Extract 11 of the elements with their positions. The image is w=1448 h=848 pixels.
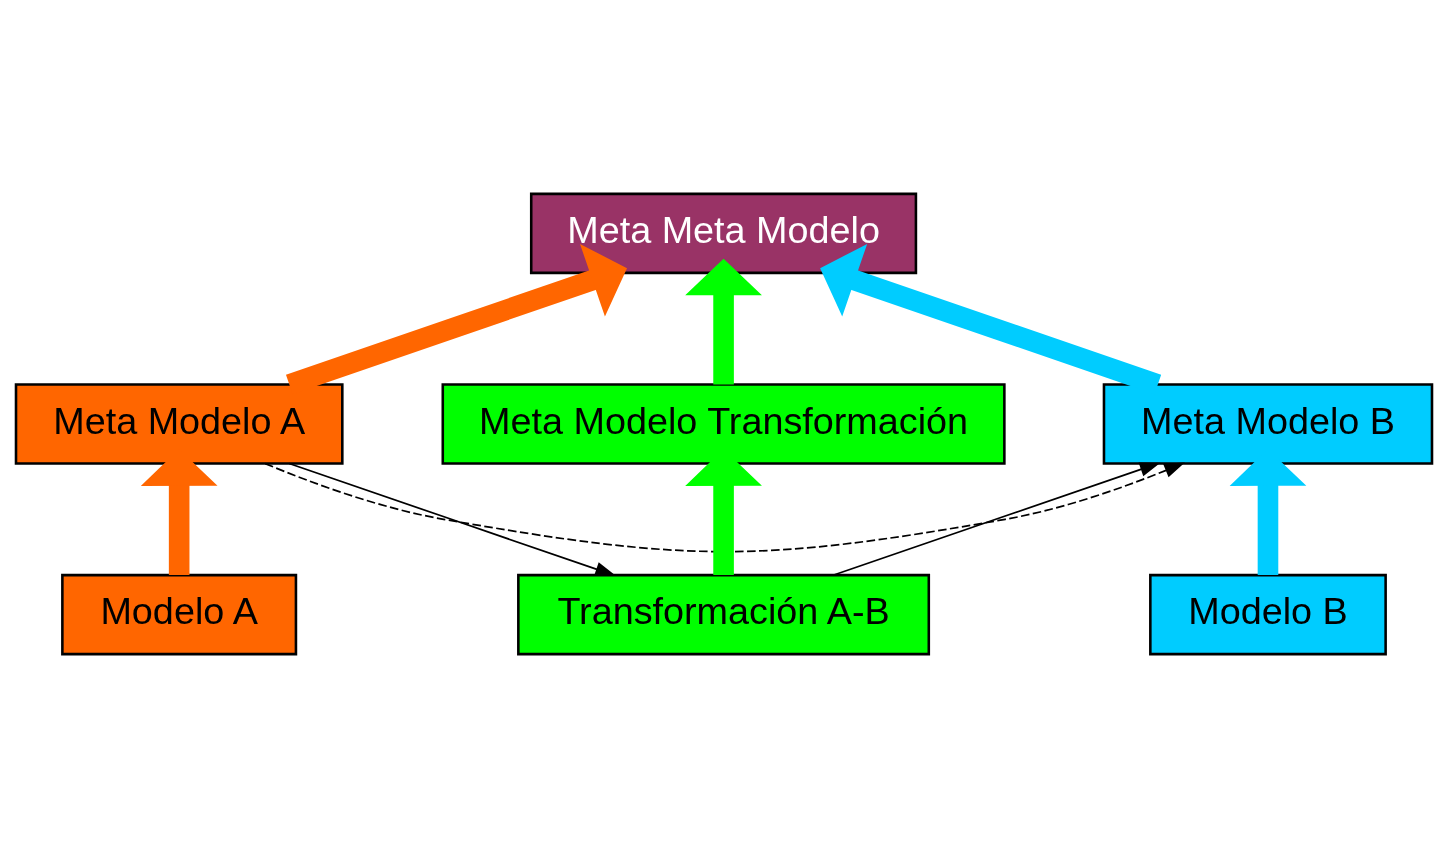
- arrow: [685, 258, 762, 385]
- node-box: Transformación A-B: [517, 573, 931, 656]
- node-box: Meta Modelo B: [1102, 383, 1434, 465]
- arrow: [832, 462, 1161, 576]
- arrow: [264, 462, 1185, 553]
- arrow: [288, 462, 616, 576]
- node-box: Meta Meta Modelo: [529, 192, 918, 275]
- node-box: Modelo B: [1149, 573, 1387, 656]
- node-box: Meta Modelo Transformación: [441, 383, 1006, 465]
- node-box: Modelo A: [61, 573, 298, 656]
- node-box: Meta Modelo A: [14, 383, 344, 465]
